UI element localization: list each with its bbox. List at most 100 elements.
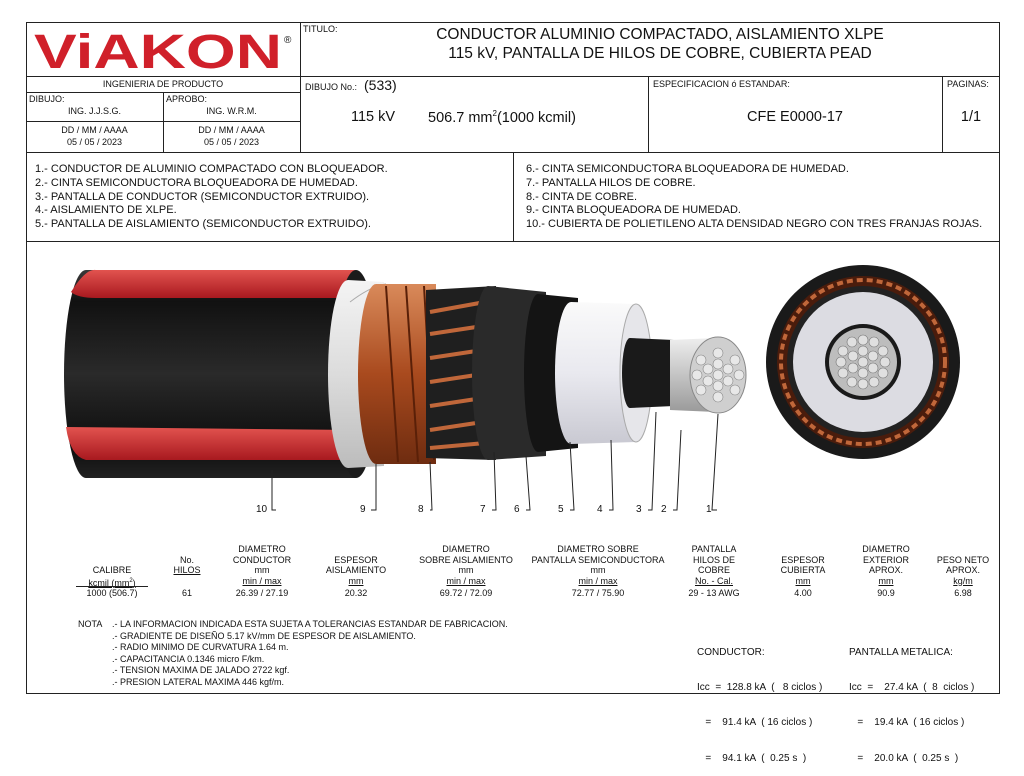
callout-leaders (271, 411, 719, 511)
spec-head: DIAMETRO CONDUCTOR mm min / max (222, 544, 302, 586)
note-item: .- GRADIENTE DE DISEÑO 5.17 kV/mm DE ESP… (112, 630, 416, 641)
unit-end: ) (132, 577, 136, 588)
spec-unit: kg/m (953, 575, 973, 586)
note-item: .- TENSION MAXIMA DE JALADO 2722 kgf. (112, 665, 290, 676)
spec-unit: mm (878, 575, 894, 586)
currents-line: Icc = 27.4 kA ( 8 ciclos ) (849, 681, 975, 693)
size-mm: 506.7 mm (428, 109, 493, 126)
spec-head: DIAMETRO SOBRE PANTALLA SEMICONDUCTORA m… (528, 544, 668, 586)
logo-text: ViAKON (34, 27, 282, 73)
callout-5: 5 (558, 504, 564, 515)
copper-tape (358, 284, 436, 464)
viakon-logo: ViAKON ® (34, 27, 292, 73)
spec-head-line (72, 544, 152, 555)
divider (26, 241, 1000, 242)
spec-head-line: HILOS DE (692, 554, 735, 565)
components-list-left: 1.- CONDUCTOR DE ALUMINIO COMPACTADO CON… (35, 163, 388, 232)
currents-line: = 19.4 kA ( 16 ciclos ) (849, 717, 965, 729)
voltage: 115 kV (351, 109, 396, 125)
unit-sup: 2 (129, 577, 133, 584)
spec-value: 20.32 (344, 588, 368, 598)
spec-value: 6.98 (954, 588, 972, 598)
spec-unit: mm (348, 575, 364, 586)
list-item: 3.- PANTALLA DE CONDUCTOR (SEMICONDUCTOR… (35, 190, 370, 203)
spec-head: PANTALLA HILOS DE COBRE No. - Cal. (676, 544, 752, 586)
spec-head-line: PANTALLA (691, 544, 737, 554)
divider (648, 76, 649, 152)
list-item: 1.- CONDUCTOR DE ALUMINIO COMPACTADO CON… (35, 163, 388, 175)
callout-7: 7 (480, 504, 486, 515)
spec-value: 26.39 / 27.19 (235, 588, 289, 598)
spec-head-line (72, 555, 152, 566)
registered-mark: ® (284, 35, 292, 46)
note-item: .- RADIO MINIMO DE CURVATURA 1.64 m. (112, 642, 289, 653)
unit-text: kcmil (mm (88, 577, 130, 588)
callout-2: 2 (661, 504, 667, 515)
conductor-currents: CONDUCTOR: Icc = 128.8 kA ( 8 ciclos ) =… (697, 623, 822, 776)
currents-line: Icc = 128.8 kA ( 8 ciclos ) (697, 681, 823, 693)
currents-title: CONDUCTOR: (697, 646, 765, 658)
date-format-dibujo: DD / MM / AAAA (61, 125, 128, 135)
spec-head-line: CUBIERTA (780, 565, 826, 575)
spec-unit: No. - Cal. (694, 575, 733, 586)
spec-head-line: CALIBRE (92, 565, 132, 575)
list-item: 9.- CINTA BLOQUEADORA DE HUMEDAD. (526, 204, 741, 217)
currents-line: = 91.4 kA ( 16 ciclos ) (697, 717, 813, 729)
spec-unit: min / max (578, 575, 618, 586)
spec-head-line: DIAMETRO (442, 544, 490, 554)
spec-value: 29 - 13 AWG (688, 588, 740, 598)
paginas-label: PAGINAS: (947, 79, 989, 89)
currents-line: = 94.1 kA ( 0.25 s ) (697, 752, 807, 764)
spec-head-line: PESO NETO (936, 554, 990, 565)
components-list-right: 6.- CINTA SEMICONDUCTORA BLOQUEADORA DE … (526, 163, 982, 232)
department-label: INGENIERIA DE PRODUCTO (102, 79, 224, 89)
spec-head-line: mm (254, 565, 270, 575)
title-line-1: CONDUCTOR ALUMINIO COMPACTADO, AISLAMIEN… (436, 26, 884, 43)
spec-head-line: SOBRE AISLAMIENTO (419, 554, 513, 565)
spec-head: No. HILOS (160, 544, 214, 586)
aprobo-value: ING. W.R.M. (206, 106, 257, 116)
notes-list: .- LA INFORMACION INDICADA ESTA SUJETA A… (112, 619, 508, 689)
spec-unit: kcmil (mm2) (72, 576, 152, 589)
spec-head: PESO NETO APROX. kg/m (928, 544, 998, 586)
list-item: 2.- CINTA SEMICONDUCTORA BLOQUEADORA DE … (35, 176, 358, 189)
dibujo-label: DIBUJO: (29, 94, 65, 104)
spec-head-line: PANTALLA SEMICONDUCTORA (531, 554, 665, 565)
spec-head: ESPESOR AISLAMIENTO mm (316, 544, 396, 586)
divider (26, 76, 1000, 77)
aprobo-label: APROBO: (166, 94, 208, 104)
dibujo-no-value: (533) (364, 77, 397, 93)
spec-head-line: COBRE (697, 565, 730, 575)
title-line-2: 115 kV, PANTALLA DE HILOS DE COBRE, CUBI… (448, 45, 872, 62)
note-item: .- CAPACITANCIA 0.1346 micro F/km. (112, 653, 265, 664)
spec-head-line: DIAMETRO (862, 544, 910, 554)
screen-currents: PANTALLA METALICA: Icc = 27.4 kA ( 8 cic… (849, 623, 974, 776)
spec-head-line: APROX. (945, 565, 980, 575)
spec-head-line: CONDUCTOR (232, 554, 292, 565)
spec-value: 90.9 (877, 588, 895, 598)
spec-value: 4.00 (794, 588, 812, 598)
list-item: 10.- CUBIERTA DE POLIETILENO ALTA DENSID… (526, 218, 983, 231)
spec-head-line: No. (179, 554, 194, 565)
divider (163, 92, 164, 152)
spec-head-line: HILOS (173, 565, 201, 575)
divider (300, 22, 301, 152)
note-item: .- PRESION LATERAL MAXIMA 446 kgf/m. (112, 676, 285, 687)
spec-head-line: DIAMETRO (238, 544, 286, 554)
divider (26, 121, 300, 122)
cable-cross-section (766, 265, 960, 459)
spec-head-line: APROX. (868, 565, 903, 575)
spec-head-line: ESPESOR (334, 554, 378, 565)
currents-line: = 20.0 kA ( 0.25 s ) (849, 752, 959, 764)
size-kcmil: (1000 kcmil) (496, 109, 576, 126)
drawing-title: CONDUCTOR ALUMINIO COMPACTADO, AISLAMIEN… (330, 25, 990, 63)
spec-head: ESPESOR CUBIERTA mm (768, 544, 838, 586)
list-item: 5.- PANTALLA DE AISLAMIENTO (SEMICONDUCT… (35, 218, 371, 231)
callout-10: 10 (256, 504, 268, 515)
callout-8: 8 (418, 504, 424, 515)
spec-unit: min / max (242, 575, 282, 586)
spec-head: DIAMETRO SOBRE AISLAMIENTO mm min / max (410, 544, 522, 586)
callout-9: 9 (360, 504, 366, 515)
cable-illustration (64, 265, 960, 511)
spec-value: 72.77 / 75.90 (571, 588, 625, 598)
